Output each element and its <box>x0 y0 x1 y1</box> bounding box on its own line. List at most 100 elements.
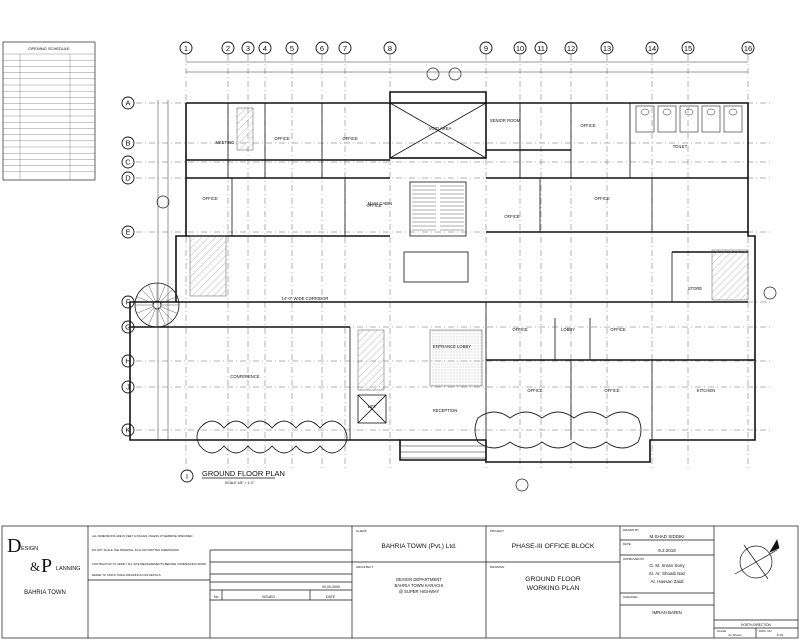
grid-row-label: F <box>126 298 131 307</box>
note-2: DO NOT SCALE THE DRAWING, FOLLOW WRITTEN… <box>92 548 180 552</box>
plan-title: GROUND FLOOR PLAN <box>202 469 285 478</box>
client-name: BAHRIA TOWN (Pvt.) Ltd. <box>381 543 456 550</box>
grid-row-K: K <box>121 423 770 437</box>
room-office-6: OFFICE <box>504 214 520 219</box>
grid-column-label: 7 <box>343 44 347 53</box>
grid-row-label: B <box>125 139 130 148</box>
grid-column-13: 13 <box>600 41 614 468</box>
grid-column-label: 15 <box>684 44 692 53</box>
drawing-label: DRAWING <box>490 565 505 569</box>
firm-name-a: ESIGN <box>21 546 38 552</box>
grid-row-label: A <box>125 99 130 108</box>
toilet-cubicles <box>635 105 743 133</box>
room-corridor: 14'-0" WIDE CORRIDOR <box>282 296 329 301</box>
architect-line-1: DESIGN DEPARTMENT <box>396 577 442 582</box>
grid-column-14: 14 <box>645 41 659 468</box>
dwg-value: P-01 <box>777 633 784 637</box>
room-office-10: OFFICE <box>527 388 543 393</box>
project-name: PHASE-III OFFICE BLOCK <box>512 543 595 550</box>
room-main-cabin: MAIN CABIN <box>368 201 392 206</box>
planter-clouds <box>196 411 642 454</box>
grid-row-label: J <box>126 383 130 392</box>
room-senior-room: SENIOR ROOM <box>490 118 521 123</box>
architect-line-3: @ SUPER HIGHWAY <box>399 589 440 594</box>
grid-row-J: J <box>121 380 770 394</box>
grid-row-E: E <box>121 225 770 239</box>
general-notes: ALL DIMENSIONS ARE IN FEET & INCHES UNLE… <box>92 534 207 577</box>
rev-date-label: DATE <box>326 595 336 599</box>
room-void-area: VOID AREA <box>429 126 452 131</box>
architect-line-2: BAHRIA TOWN KARACHI <box>395 583 444 588</box>
grid-column-label: 9 <box>484 44 488 53</box>
grid-column-label: 13 <box>603 44 611 53</box>
approved-3: Ar. Hassan Zaidi <box>650 579 683 584</box>
grid-column-label: 10 <box>516 44 524 53</box>
grid-row-label: G <box>125 323 131 332</box>
grid-column-label: 16 <box>744 44 752 53</box>
project-label: PROJECT <box>490 529 504 533</box>
entrance-steps <box>400 445 486 459</box>
grid-column-7: 7 <box>338 41 352 468</box>
grid-column-label: 12 <box>567 44 575 53</box>
approved-2: Sr. Ar. Shoaib Naz <box>649 571 686 576</box>
room-store: STORE <box>688 286 703 291</box>
room-office-2: OFFICE <box>342 136 358 141</box>
grid-column-label: 3 <box>246 44 250 53</box>
grid-column-label: 11 <box>537 44 545 53</box>
room-office-3: OFFICE <box>580 123 596 128</box>
svg-text:I: I <box>186 474 188 481</box>
room-office-8: OFFICE <box>512 327 528 332</box>
drawing-title-1: GROUND FLOOR <box>525 576 581 583</box>
plan-title-group: I GROUND FLOOR PLAN SCALE 1/8" = 1'-0" <box>180 469 285 485</box>
svg-text:D: D <box>7 535 21 557</box>
checked-label: CHECKED <box>623 595 639 599</box>
grid-row-label: H <box>125 357 130 366</box>
section-markers <box>156 67 777 492</box>
grid-column-label: 14 <box>648 44 656 53</box>
staircase <box>412 185 464 231</box>
room-labels: VOID AREA MEETING OFFICE OFFICE SENIOR ROOM O… <box>202 118 715 413</box>
room-office-5: OFFICE <box>366 203 382 208</box>
rev-issued-label: ISSUED <box>262 595 276 599</box>
grid-column-5: 5 <box>285 41 299 468</box>
title-block <box>1 525 799 639</box>
room-office-9: OFFICE <box>610 327 626 332</box>
grid-row-label: K <box>125 426 130 435</box>
schedule-title: OPENING SCHEDULE <box>28 46 70 51</box>
architect-label: ARCHITECT <box>356 565 373 569</box>
room-office-11: OFFICE <box>604 388 620 393</box>
dwg-label: DWG. NO <box>759 629 772 633</box>
grid-column-11: 11 <box>534 41 548 468</box>
grid-column-label: 2 <box>226 44 230 53</box>
grid-column-label: 1 <box>184 44 188 53</box>
north-arrow-icon <box>734 539 780 580</box>
room-conference: CONFERENCE <box>230 374 260 379</box>
room-office-7: OFFICE <box>594 196 610 201</box>
grid-row-C: C <box>121 155 770 169</box>
drawn-by-label: DRAWN BY <box>623 528 639 532</box>
note-1: ALL DIMENSIONS ARE IN FEET & INCHES UNLE… <box>92 534 193 538</box>
room-toilet: TOILET <box>673 144 688 149</box>
grid-row-label: C <box>125 158 131 167</box>
grid-row-label: E <box>125 228 130 237</box>
date-label: DATE <box>623 542 631 546</box>
room-lift: LIFT <box>368 404 377 409</box>
firm-subtitle: BAHRIA TOWN <box>24 590 66 596</box>
schedule-rows <box>3 53 95 180</box>
drawn-by: M.SHAD SIDDIKI <box>649 534 684 539</box>
scale-label: SCALE <box>717 629 726 633</box>
svg-text:P: P <box>41 555 52 577</box>
room-meeting: MEETING <box>215 140 234 145</box>
rev-date-value: 00-00-0000 <box>322 585 340 589</box>
north-label: NORTH DIRECTION <box>741 623 771 627</box>
svg-text:&: & <box>30 559 40 574</box>
grid-column-label: 5 <box>290 44 294 53</box>
walls <box>129 91 756 463</box>
approved-label: APPROVED BY <box>623 557 645 561</box>
room-kitchen: KITCHEN <box>697 388 715 393</box>
room-office-4: OFFICE <box>202 196 218 201</box>
checked-by: IMRAN BARIN <box>652 610 682 615</box>
